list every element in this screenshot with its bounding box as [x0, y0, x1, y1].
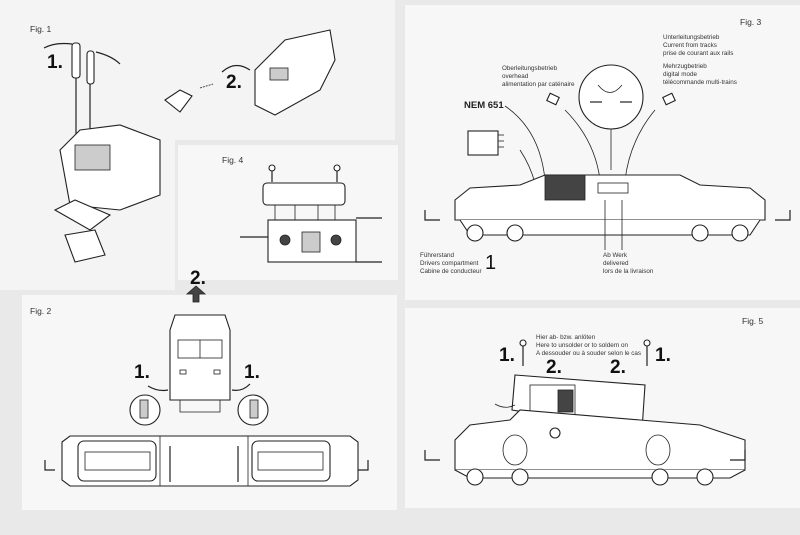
screw-icon	[519, 339, 651, 366]
drivers-number: 1	[485, 252, 497, 274]
loco-end-icon	[221, 29, 336, 116]
arrow-left-icon	[147, 385, 169, 392]
fig2-step-1-right: 1.	[244, 362, 260, 383]
fig1-label: Fig. 1	[30, 24, 52, 34]
fig4-label: Fig. 4	[222, 155, 244, 165]
caption-delivered: Ab Werk delivered lors de la livraison	[603, 252, 654, 275]
locomotive-body-icon	[53, 124, 161, 263]
caption-solder: Hier ab- bzw. anlöten Here to unsolder o…	[536, 334, 642, 357]
arrow-up-icon	[185, 285, 207, 303]
caption-overhead: Oberleitungsbetrieb overhead alimentatio…	[502, 65, 575, 88]
fig2-step-2: 2.	[190, 268, 206, 289]
fig5-label: Fig. 5	[742, 316, 764, 326]
fig3-label: Fig. 3	[740, 17, 762, 27]
fig5-step-1-left: 1.	[499, 345, 515, 366]
cover-plate	[262, 182, 346, 206]
jumper-icon-2	[662, 92, 676, 106]
loco-chassis-fig5	[424, 409, 746, 486]
coupler-icon	[164, 83, 214, 113]
loco-chassis	[424, 174, 791, 242]
loco-front-view	[169, 314, 231, 413]
arrow-right-icon	[231, 383, 251, 391]
caption-tracks: Unterleitungsbetrieb Current from tracks…	[663, 34, 734, 57]
caption-digital: Mehrzugbetrieb digital mode télécommande…	[663, 63, 737, 86]
loco-top-view	[44, 435, 369, 487]
fig1-step-2: 2.	[226, 72, 242, 93]
nem651-label: NEM 651	[464, 100, 504, 111]
caption-drivers: Führerstand Drivers compartment Cabine d…	[420, 252, 482, 275]
fig5-step-2-left: 2.	[546, 357, 562, 378]
fig2-label: Fig. 2	[30, 306, 52, 316]
fig5-step-1-right: 1.	[655, 345, 671, 366]
nem651-plug-icon	[467, 130, 499, 156]
jumper-icon	[546, 92, 560, 106]
fig1-step-1: 1.	[47, 52, 63, 73]
fig2-step-1-left: 1.	[134, 362, 150, 383]
fig5-step-2-right: 2.	[610, 357, 626, 378]
screw-icon	[268, 164, 341, 182]
